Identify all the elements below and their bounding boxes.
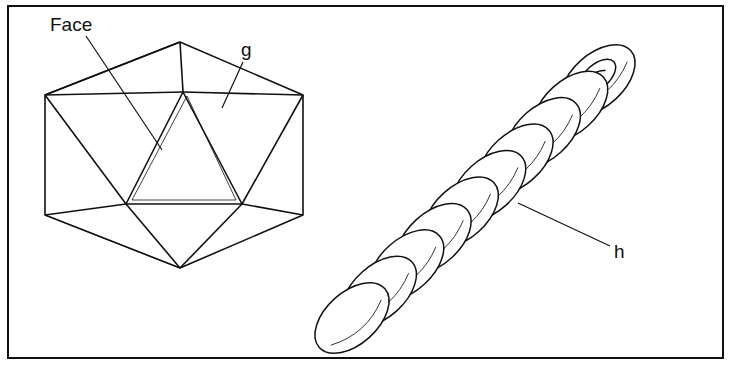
part-label: Face xyxy=(50,15,92,34)
icosahedral-capsid xyxy=(45,42,303,268)
callout-letter: h xyxy=(614,242,625,261)
helical-capsid xyxy=(302,31,648,367)
callout-letter: g xyxy=(241,40,252,59)
capsomer-ring xyxy=(302,269,402,367)
leader-lines xyxy=(86,36,610,246)
